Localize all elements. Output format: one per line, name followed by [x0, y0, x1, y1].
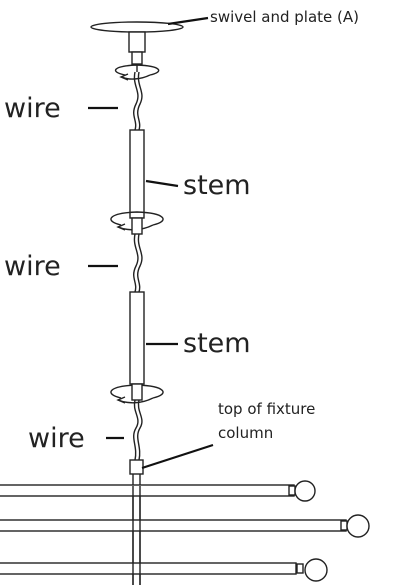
stem-1-leader — [145, 179, 179, 188]
globe-2 — [346, 514, 370, 538]
stem-1 — [129, 129, 145, 219]
swivel-plate-leader — [167, 16, 209, 26]
wire-2-label: wire — [4, 251, 61, 282]
stem-2-label: stem — [183, 328, 251, 359]
wire-1 — [133, 71, 143, 131]
fixture-arm-3 — [0, 562, 297, 575]
coupler-2 — [131, 217, 143, 235]
fixture-body — [0, 474, 370, 585]
swivel-plate-label: swivel and plate (A) — [210, 8, 359, 26]
wire-3 — [133, 399, 143, 461]
globe-3 — [304, 558, 328, 582]
coupler-3 — [131, 383, 143, 401]
fixture-top-label-line1: top of fixture — [218, 400, 315, 418]
stem-2 — [129, 291, 145, 385]
wire-3-label: wire — [28, 423, 85, 454]
fixture-arm-2 — [0, 519, 347, 532]
swivel-plate — [90, 21, 184, 72]
stem-1-label: stem — [183, 170, 251, 201]
fixture-top-label-line2: column — [218, 424, 273, 442]
globe-1 — [294, 480, 316, 502]
wire-1-label: wire — [4, 93, 61, 124]
fixture-top-leader — [141, 443, 214, 470]
fixture-arm-1 — [0, 484, 295, 497]
fixture-column-top — [129, 459, 144, 475]
wire-2 — [133, 233, 143, 293]
